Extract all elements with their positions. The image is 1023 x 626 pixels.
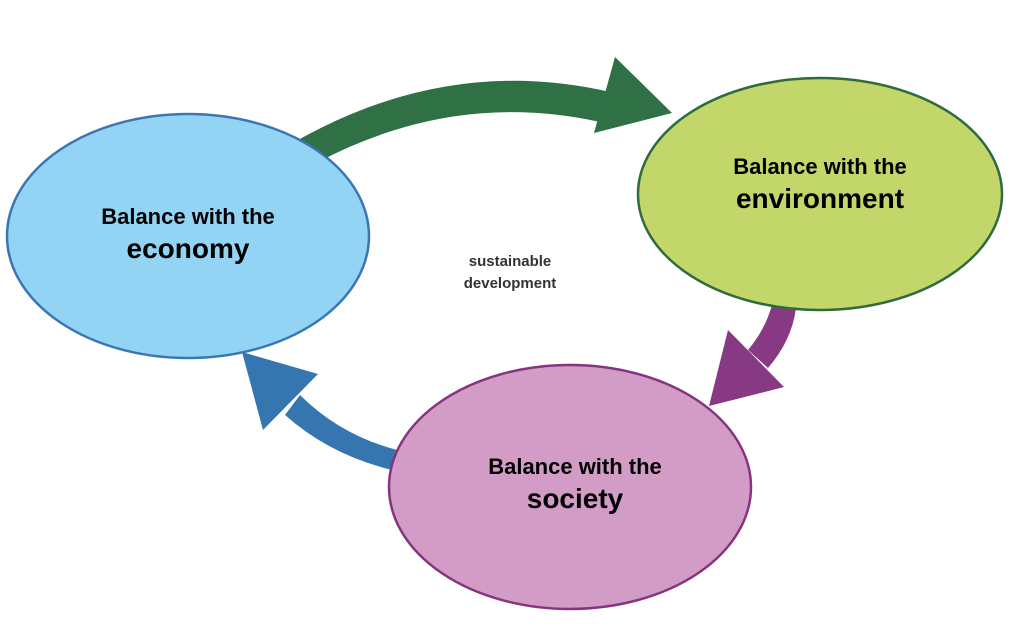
node-society-shape xyxy=(387,363,753,611)
node-society-label: Balance with the society xyxy=(425,453,725,516)
arrow-economy-to-environment xyxy=(298,57,672,162)
arrowhead-icon xyxy=(594,57,672,133)
node-environment-line1: Balance with the xyxy=(733,154,907,179)
node-environment-line2: environment xyxy=(735,182,905,214)
arrowhead-icon xyxy=(242,352,318,430)
node-economy-label: Balance with the economy xyxy=(38,203,338,266)
node-society-line1: Balance with the xyxy=(488,454,662,479)
arrow-shaft xyxy=(285,395,397,470)
center-label-line2: development xyxy=(463,274,557,292)
arrow-shaft xyxy=(748,305,796,368)
arrow-environment-to-society xyxy=(709,305,796,406)
center-label-line1: sustainable xyxy=(468,253,552,270)
node-economy-line1: Balance with the xyxy=(101,204,275,229)
node-environment-shape xyxy=(636,76,1004,312)
node-economy-line2: economy xyxy=(126,232,250,264)
node-economy-shape xyxy=(5,112,371,360)
arrowhead-icon xyxy=(709,330,784,406)
node-society-line2: society xyxy=(526,482,624,514)
node-environment-label: Balance with the environment xyxy=(670,153,970,216)
arrow-shaft xyxy=(298,80,610,162)
center-label: sustainable development xyxy=(430,251,590,295)
arrow-society-to-economy xyxy=(242,352,397,470)
